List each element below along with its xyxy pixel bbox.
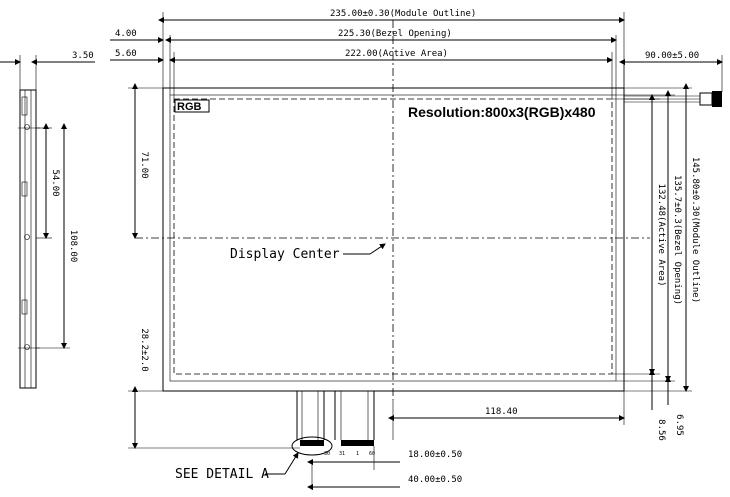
active-area (173, 98, 613, 375)
dim-active-area-height: 132.48(Active Area) (656, 184, 666, 287)
pin-1: 1 (356, 451, 359, 457)
dim-28.2: 28.2±2.0 (139, 328, 149, 371)
dim-6.95: 6.95 (674, 414, 684, 436)
dim-5.60: 5.60 (115, 49, 137, 59)
rgb-label: RGB (177, 101, 202, 113)
dim-bezel-opening-height: 135.7±0.3(Bezel Opening) (672, 175, 682, 305)
dim-108.00: 108.00 (68, 230, 78, 263)
dim-71.00: 71.00 (139, 151, 149, 178)
resolution-text: Resolution:800x3(RGB)x480 (408, 104, 596, 120)
see-detail-a-label: SEE DETAIL A (175, 467, 269, 482)
dim-90.00: 90.00±5.00 (645, 51, 699, 61)
pin-60: 60 (369, 451, 375, 457)
display-center-label: Display Center (230, 247, 340, 262)
dim-module-outline-width: 235.00±0.30(Module Outline) (330, 9, 476, 19)
pin-31: 31 (339, 451, 345, 457)
module-outline (162, 87, 625, 392)
dim-8.56: 8.56 (656, 419, 666, 441)
side-view: 3.50 54.00 108.00 (0, 51, 95, 389)
pin-30: 30 (324, 451, 330, 457)
fpc-tail: 30 31 1 60 (291, 391, 375, 457)
dim-4.00: 4.00 (115, 29, 137, 39)
dim-40.00: 40.00±0.50 (408, 475, 462, 485)
detail-a-callout (291, 436, 333, 456)
side-profile (19, 89, 37, 389)
dim-54.00: 54.00 (50, 169, 60, 196)
dim-active-area-width: 222.00(Active Area) (345, 49, 448, 59)
dim-118.40: 118.40 (485, 407, 518, 417)
dim-bezel-opening-width: 225.30(Bezel Opening) (338, 29, 452, 39)
dim-18.00: 18.00±0.50 (408, 450, 462, 460)
front-view: RGB Resolution:800x3(RGB)x480 Display Ce… (110, 9, 723, 490)
dim-3.50: 3.50 (72, 51, 94, 61)
dim-module-outline-height: 145.80±0.30(Module Outline) (690, 157, 700, 303)
